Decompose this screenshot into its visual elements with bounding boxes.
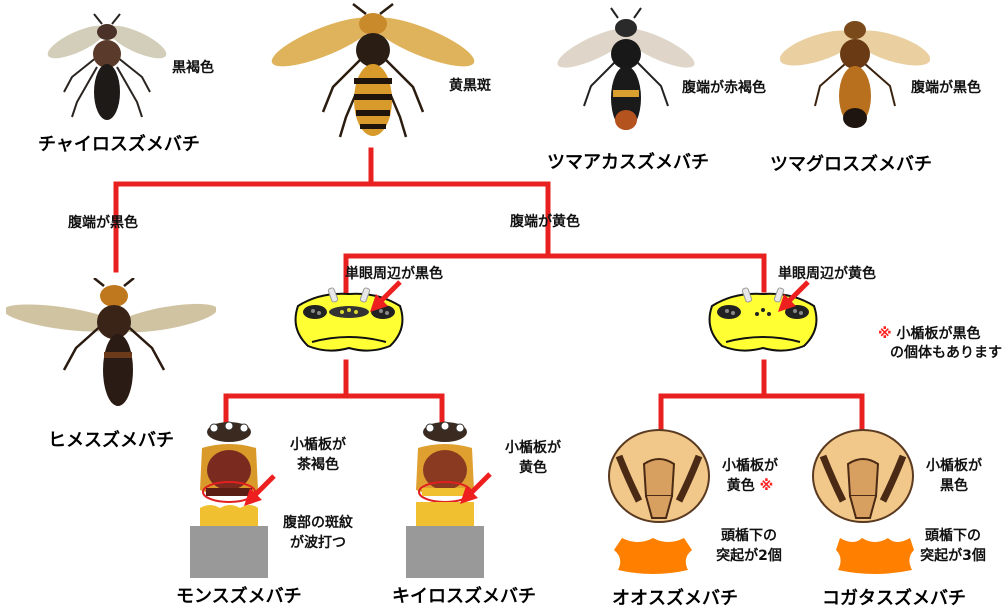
tsumaaka-name: ツマアカスズメバチ [547, 152, 709, 173]
kiiro-thorax-diagram [406, 421, 484, 578]
chairo-hornet-photo [47, 13, 167, 120]
ocelli-black-label: 単眼周辺が黒色 [345, 266, 443, 282]
chairo-color-label: 黒褐色 [172, 60, 214, 76]
note-mark: ※ [878, 326, 892, 342]
branch-abdomen-tip-black: 腹端が黒色 [68, 215, 138, 231]
mon-name: モンスズメバチ [176, 586, 302, 607]
kogata-projection-label: 頭楯下の突起が3個 [920, 528, 986, 564]
oo-scutellum-label: 小楯板が黄色 ※ [722, 458, 778, 494]
mon-scutellum-label: 小楯板が茶褐色 [290, 437, 346, 473]
oo-name: オオスズメバチ [612, 588, 738, 609]
scutellum-note-line1: ※ 小楯板が黒色 [878, 326, 981, 342]
oo-face-diagram [608, 429, 710, 523]
kogata-scutellum-label: 小楯板が黒色 [926, 458, 982, 494]
tsumaaka-tip-label: 腹端が赤褐色 [682, 80, 766, 96]
red-arrow-icon [370, 280, 402, 312]
hime-name: ヒメスズメバチ [48, 430, 174, 451]
scutellum-note-line2: の個体もあります [890, 345, 1002, 361]
center-hornet-photo [271, 3, 475, 138]
hime-hornet-photo [6, 278, 216, 406]
tsumaguro-name: ツマグロスズメバチ [770, 154, 932, 175]
tsumaguro-tip-label: 腹端が黒色 [911, 80, 981, 96]
kogata-face-diagram [812, 429, 914, 523]
kiiro-name: キイロスズメバチ [392, 586, 536, 607]
tsumaguro-hornet-photo [780, 21, 930, 128]
red-arrow-icon [778, 280, 810, 312]
kiiro-scutellum-label: 小楯板が黄色 [505, 440, 561, 476]
mon-abdomen-label: 腹部の斑紋が波打つ [283, 515, 353, 551]
branch-abdomen-tip-yellow: 腹端が黄色 [510, 214, 580, 230]
oo-projection-label: 頭楯下の突起が2個 [716, 528, 782, 564]
kogata-name: コガタスズメバチ [822, 588, 966, 609]
mon-thorax-diagram [190, 421, 268, 578]
oo-projection-icon [614, 538, 692, 574]
red-arrow-icon [244, 474, 276, 506]
red-arrow-icon [460, 472, 492, 504]
chairo-name: チャイロスズメバチ [38, 134, 200, 155]
kogata-projection-icon [836, 538, 914, 574]
tsumaaka-hornet-photo [557, 7, 695, 130]
ocelli-yellow-label: 単眼周辺が黄色 [778, 266, 876, 282]
center-color-label: 黄黒斑 [449, 78, 491, 94]
